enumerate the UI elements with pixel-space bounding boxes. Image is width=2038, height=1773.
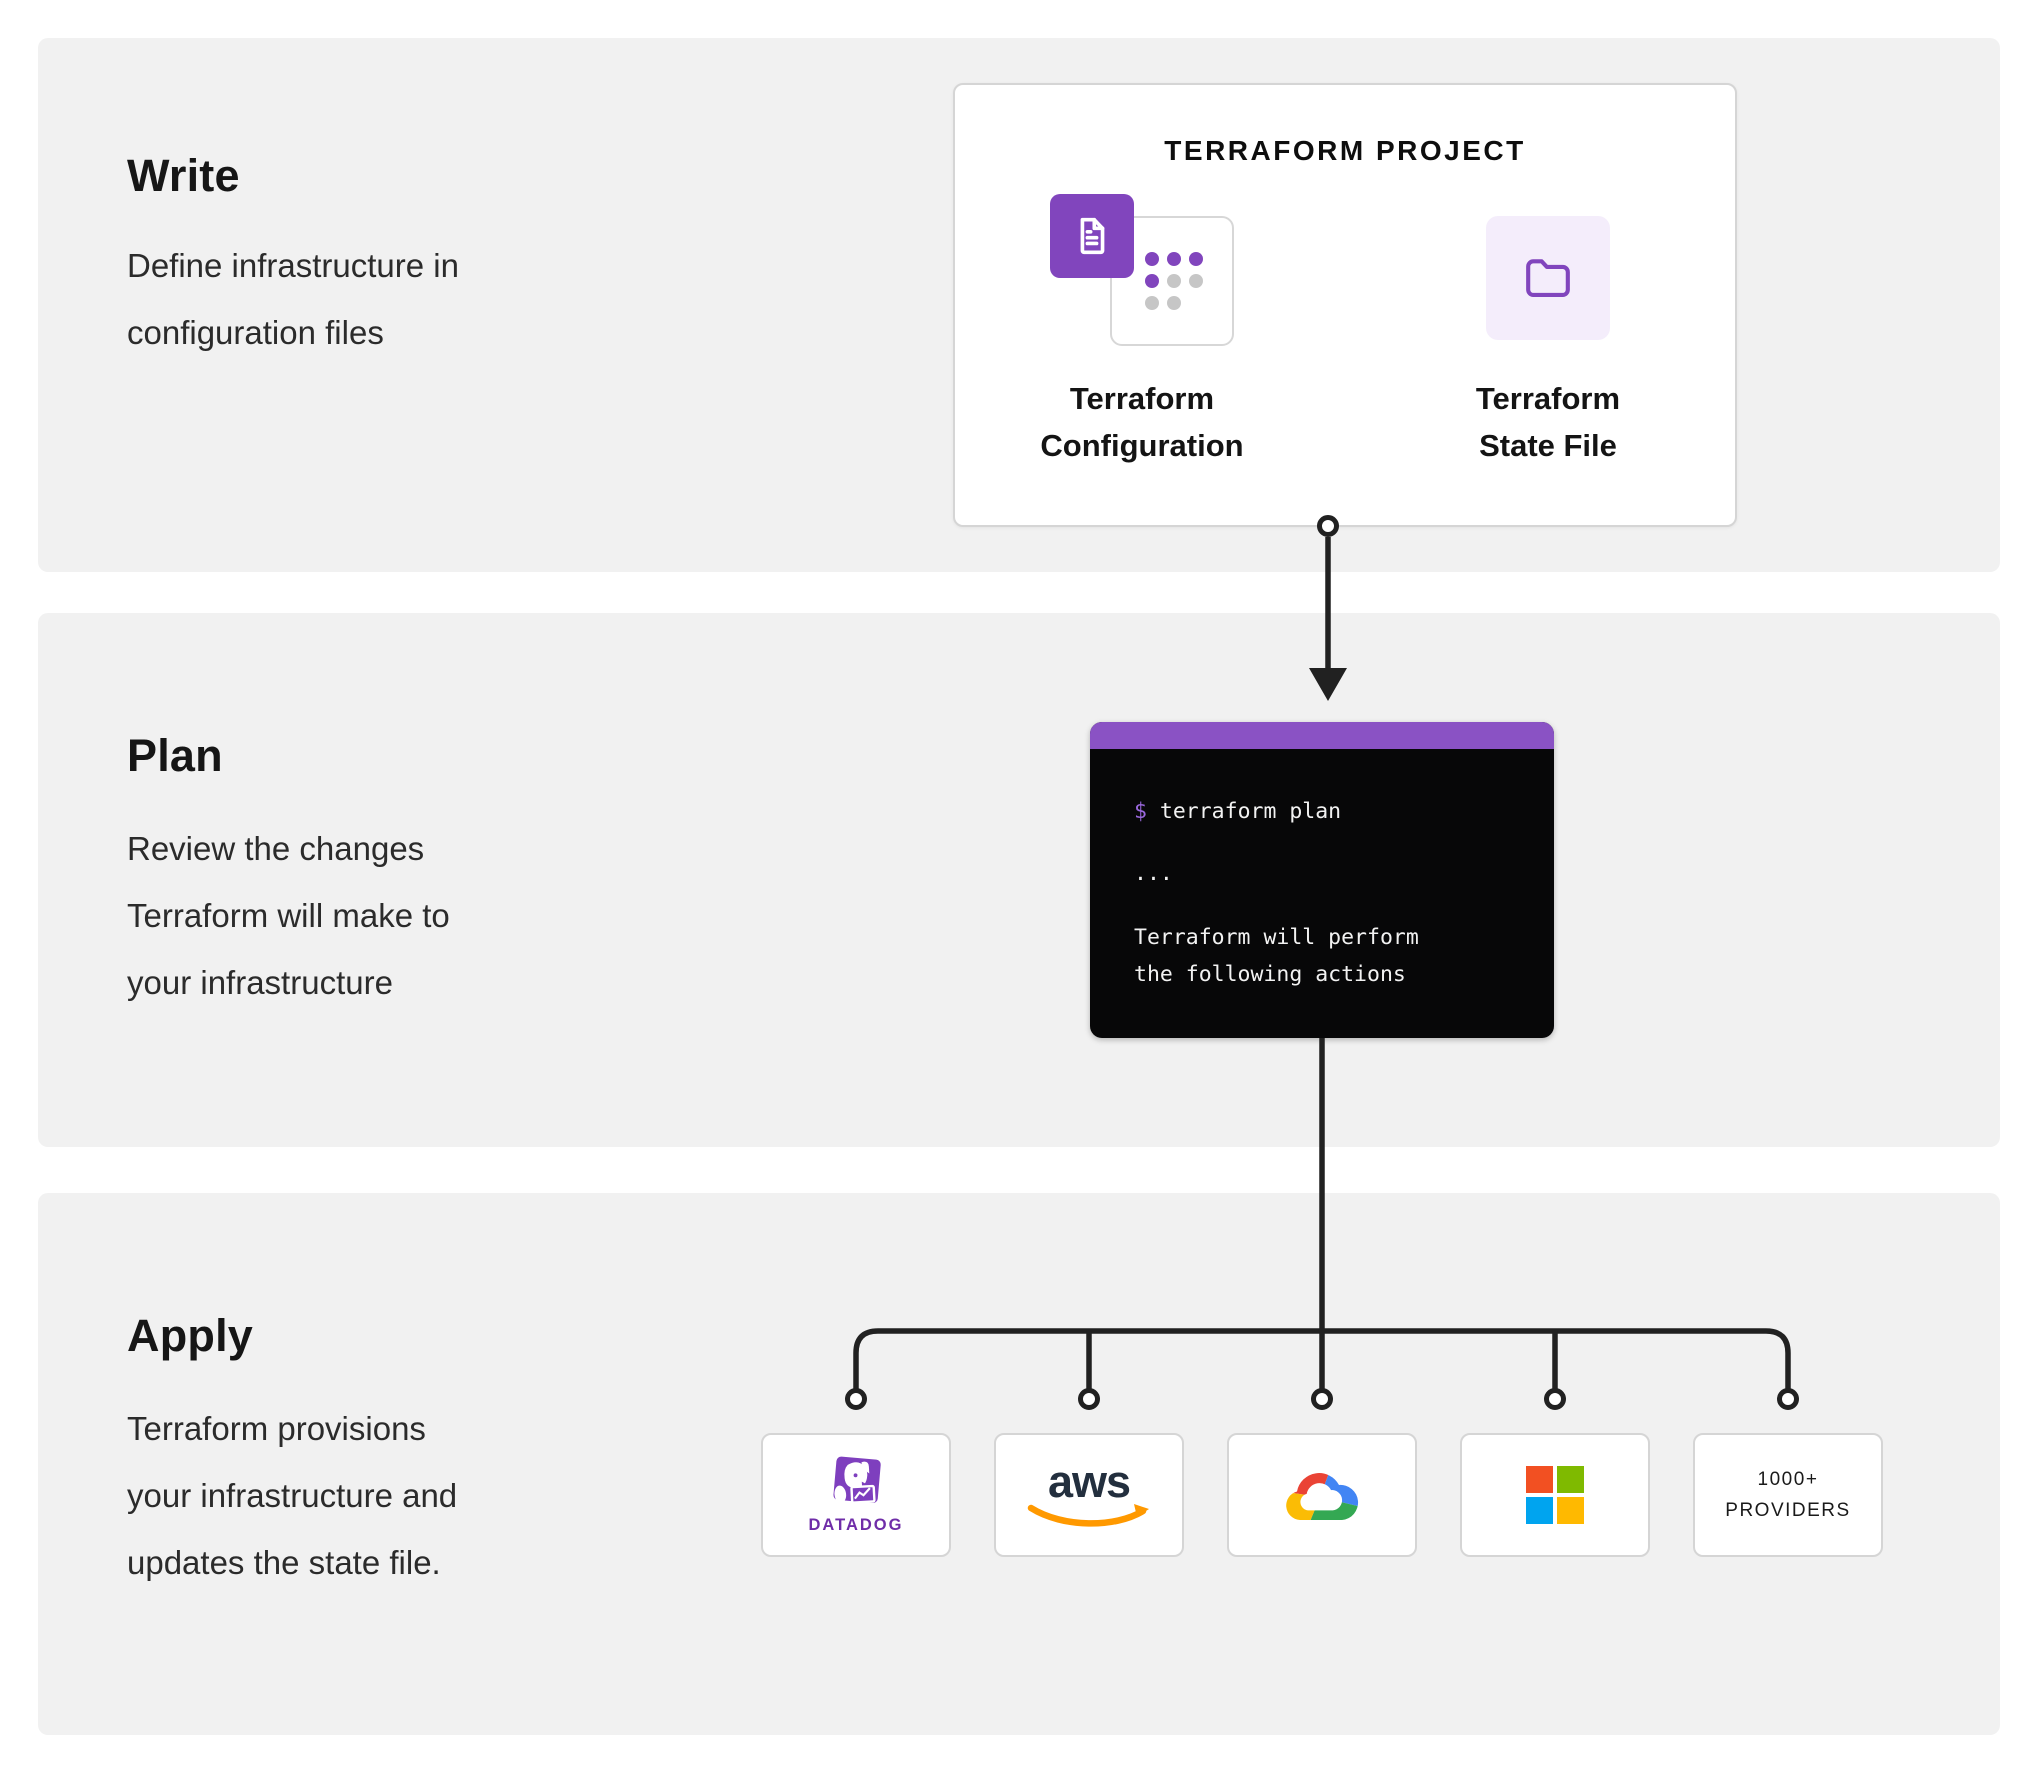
plan-description-line: Review the changes	[127, 830, 425, 867]
provider-card-1000-providers: 1000+ PROVIDERS	[1693, 1433, 1883, 1557]
apply-heading: Apply	[127, 1310, 254, 1361]
terminal-ellipsis: ...	[1134, 861, 1173, 886]
terminal-command: terraform plan	[1159, 799, 1342, 824]
terraform-project-card: TERRAFORM PROJECT	[953, 83, 1737, 527]
terminal-prompt: $	[1134, 799, 1147, 824]
terraform-state-file-label-line: Terraform	[1475, 381, 1621, 416]
terminal-output-line: the following actions	[1134, 962, 1406, 987]
provider-card-microsoft	[1460, 1433, 1650, 1557]
terraform-configuration-label-line: Configuration	[1040, 428, 1244, 463]
apply-description-line: Terraform provisions	[127, 1410, 426, 1447]
terraform-state-file-label: Terraform State File	[1348, 375, 1748, 469]
plan-heading: Plan	[127, 730, 223, 781]
write-description-line: Define infrastructure in	[127, 247, 459, 284]
google-cloud-logo-icon	[1286, 1473, 1359, 1520]
configuration-file-tile	[1050, 194, 1134, 278]
terminal-window: $ terraform plan ... Terraform will perf…	[1090, 722, 1554, 1038]
terminal-titlebar	[1090, 722, 1554, 749]
plan-section-band	[38, 613, 2000, 1147]
terraform-project-title: TERRAFORM PROJECT	[1164, 135, 1526, 166]
document-icon	[1080, 217, 1105, 255]
datadog-logo-icon	[833, 1456, 881, 1504]
terminal-command-line: $ terraform plan	[1134, 793, 1524, 830]
provider-card-datadog: DATADOG	[761, 1433, 951, 1557]
apply-description-line: your infrastructure and	[127, 1477, 458, 1514]
apply-description: Terraform provisions your infrastructure…	[127, 1395, 457, 1596]
apply-description-line: updates the state file.	[127, 1544, 441, 1581]
more-providers-word: PROVIDERS	[1725, 1500, 1851, 1521]
aws-smile-icon	[1027, 1504, 1149, 1527]
write-heading: Write	[127, 150, 240, 201]
folder-icon	[1526, 259, 1570, 297]
plan-description-line: Terraform will make to	[127, 897, 450, 934]
terminal-body: $ terraform plan ... Terraform will perf…	[1090, 749, 1554, 993]
terminal-output-line: Terraform will perform	[1134, 925, 1419, 950]
more-providers-label: 1000+ PROVIDERS	[1725, 1464, 1850, 1526]
write-description: Define infrastructure in configuration f…	[127, 232, 459, 366]
state-file-tile	[1486, 216, 1610, 340]
more-providers-count: 1000+	[1757, 1469, 1819, 1490]
plan-description-line: your infrastructure	[127, 964, 393, 1001]
terraform-configuration-label-line: Terraform	[1069, 381, 1215, 416]
write-description-line: configuration files	[127, 314, 384, 351]
microsoft-logo-icon	[1526, 1466, 1584, 1524]
terraform-state-file-label-line: State File	[1479, 428, 1617, 463]
dots-grid-icon	[1145, 252, 1203, 310]
datadog-wordmark: DATADOG	[808, 1515, 904, 1534]
plan-description: Review the changes Terraform will make t…	[127, 815, 450, 1016]
aws-wordmark: aws	[1047, 1456, 1131, 1507]
provider-card-google-cloud	[1227, 1433, 1417, 1557]
terminal-output: Terraform will perform the following act…	[1134, 919, 1524, 993]
provider-card-aws: aws	[994, 1433, 1184, 1557]
terraform-configuration-label: Terraform Configuration	[942, 375, 1342, 469]
